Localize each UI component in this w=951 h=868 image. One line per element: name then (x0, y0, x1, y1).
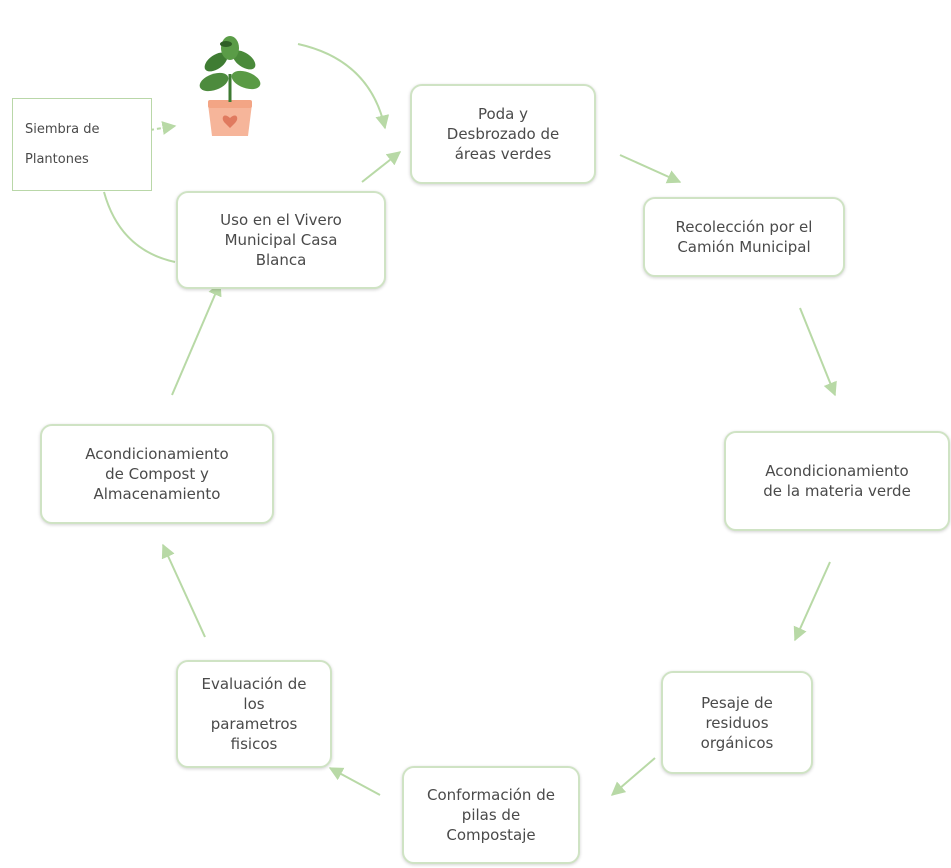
arrow-poda-to-recoleccion (619, 154, 682, 184)
potted-plant-icon (199, 36, 261, 136)
node-acondicionamiento-compost: Acondicionamiento de Compost y Almacenam… (40, 424, 274, 524)
node-uso-vivero-label: Uso en el Vivero Municipal Casa Blanca (220, 211, 342, 269)
node-evaluacion-label: Evaluación de los parametros fisicos (201, 675, 307, 753)
arrow-evaluacion-to-acondicionamiento-compost (161, 543, 206, 638)
arrow-uso-to-poda (361, 151, 402, 183)
node-recoleccion: Recolección por el Camión Municipal (643, 197, 845, 277)
node-acondicionamiento-materia-verde: Acondicionamiento de la materia verde (724, 431, 950, 531)
arrow-conformacion-to-evaluacion (328, 767, 381, 796)
node-siembra-de-plantones: Siembra de Plantones (12, 98, 152, 191)
arrow-pesaje-to-conformacion (610, 757, 656, 796)
node-acondicionamiento-compost-label: Acondicionamiento de Compost y Almacenam… (85, 445, 229, 503)
line-siembra-to-uso (103, 191, 176, 263)
node-pesaje-label: Pesaje de residuos orgánicos (700, 693, 774, 752)
node-evaluacion-parametros: Evaluación de los parametros fisicos (176, 660, 332, 768)
node-conformacion-pilas: Conformación de pilas de Compostaje (402, 766, 580, 864)
arrow-plant-to-poda (297, 43, 390, 130)
arrow-siembra-to-plant (149, 121, 177, 135)
node-siembra-label: Siembra de Plantones (25, 121, 100, 167)
node-acondicionamiento-materia-label: Acondicionamiento de la materia verde (763, 462, 911, 500)
arrow-acondicionamiento-to-pesaje (793, 561, 831, 642)
node-uso-vivero-municipal: Uso en el Vivero Municipal Casa Blanca (176, 191, 386, 289)
node-pesaje-residuos: Pesaje de residuos orgánicos (661, 671, 813, 774)
node-poda-label: Poda y Desbrozado de áreas verdes (446, 105, 560, 163)
arrow-acondicionamiento-compost-to-uso (171, 281, 222, 396)
arrow-recoleccion-to-acondicionamiento (799, 307, 837, 397)
node-recoleccion-label: Recolección por el Camión Municipal (675, 218, 813, 256)
node-poda-y-desbrozado: Poda y Desbrozado de áreas verdes (410, 84, 596, 184)
node-conformacion-label: Conformación de pilas de Compostaje (427, 786, 555, 844)
